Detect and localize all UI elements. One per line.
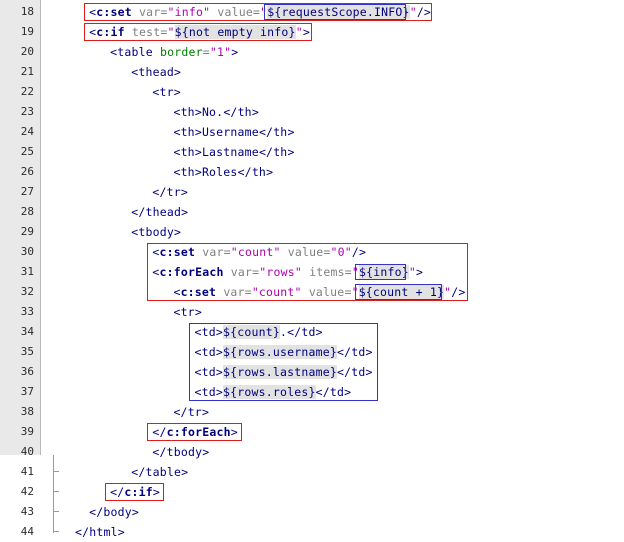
line-number: 39 [20,425,34,438]
line-code[interactable]: <td>${rows.username}</td> [194,345,373,359]
line-number: 35 [20,345,34,358]
line-number: 24 [20,125,34,138]
line-code[interactable]: <thead> [131,65,182,79]
code-line[interactable]: 32 <c:set var="count" value="${count + 1}… [0,282,624,302]
line-number: 43 [20,505,34,518]
line-number: 21 [20,65,34,78]
line-number: 23 [20,105,34,118]
line-number: 19 [20,25,34,38]
line-number: 28 [20,205,34,218]
code-line[interactable]: 24 <th>Username</th> [0,122,624,142]
code-line[interactable]: 30 <c:set var="count" value="0"/> [0,242,624,262]
code-line[interactable]: 39 </c:forEach> [0,422,624,442]
code-line[interactable]: 36 <td>${rows.lastname}</td> [0,362,624,382]
code-line[interactable]: 22 <tr> [0,82,624,102]
line-code[interactable]: <th>No.</th> [173,105,259,119]
line-code[interactable]: </tbody> [152,445,210,459]
line-number: 33 [20,305,34,318]
code-line[interactable]: 20 <table border="1"> [0,42,624,62]
code-line[interactable]: 21 <thead> [0,62,624,82]
code-line[interactable]: 18 <c:set var="info" value="${requestScop… [0,2,624,22]
code-line[interactable]: 42 </c:if> [0,482,624,502]
line-code[interactable]: <th>Roles</th> [173,165,274,179]
code-line[interactable]: 29 <tbody> [0,222,624,242]
line-code[interactable]: <c:forEach var="rows" items="${info}"> [152,265,424,279]
code-line[interactable]: 43 </body> [0,502,624,522]
line-code[interactable]: <tr> [152,85,181,99]
line-code[interactable]: </html> [75,525,125,539]
line-number: 26 [20,165,34,178]
line-code[interactable]: </c:if> [110,485,161,499]
line-number: 20 [20,45,34,58]
line-number: 44 [20,525,34,538]
line-number: 22 [20,85,34,98]
line-number: 27 [20,185,34,198]
line-number: 30 [20,245,34,258]
line-code[interactable]: </body> [89,505,139,519]
line-number: 40 [20,445,34,458]
code-line[interactable]: 40 </tbody> [0,442,624,462]
code-line[interactable]: 27 </tr> [0,182,624,202]
line-code[interactable]: <tbody> [131,225,182,239]
code-line[interactable]: 34 <td>${count}.</td> [0,322,624,342]
line-code[interactable]: </tr> [152,185,188,199]
code-line[interactable]: 44 </html> [0,522,624,542]
code-line[interactable]: 19 <c:if test="${not empty info}"> [0,22,624,42]
line-code[interactable]: </thead> [131,205,189,219]
line-code[interactable]: </tr> [173,405,210,419]
code-line[interactable]: 35 <td>${rows.username}</td> [0,342,624,362]
code-line[interactable]: 31 <c:forEach var="rows" items="${info}"> [0,262,624,282]
code-line[interactable]: 41 </table> [0,462,624,482]
code-line[interactable]: 23 <th>No.</th> [0,102,624,122]
line-number: 29 [20,225,34,238]
line-code[interactable]: <td>${rows.lastname}</td> [194,365,373,379]
line-code[interactable]: <c:set var="count" value="${count + 1}"/… [173,285,466,299]
line-number: 36 [20,365,34,378]
line-number: 41 [20,465,34,478]
code-line[interactable]: 26 <th>Roles</th> [0,162,624,182]
code-line[interactable]: 37 <td>${rows.roles}</td> [0,382,624,402]
line-number: 31 [20,265,34,278]
line-code[interactable]: <table border="1"> [110,45,239,59]
code-line[interactable]: 38 </tr> [0,402,624,422]
line-code[interactable]: <c:if test="${not empty info}"> [89,25,310,39]
line-number: 42 [20,485,34,498]
line-code[interactable]: <c:set var="count" value="0"/> [152,245,367,259]
code-folding-strip[interactable] [41,0,67,455]
code-line[interactable]: 33 <tr> [0,302,624,322]
line-number: 37 [20,385,34,398]
code-line[interactable]: 25 <th>Lastname</th> [0,142,624,162]
line-number: 25 [20,145,34,158]
line-code[interactable]: </c:forEach> [152,425,238,439]
line-code[interactable]: <th>Username</th> [173,125,295,139]
line-number: 34 [20,325,34,338]
code-line[interactable]: 28 </thead> [0,202,624,222]
line-code[interactable]: <td>${count}.</td> [194,325,323,339]
line-number: 38 [20,405,34,418]
line-code[interactable]: <th>Lastname</th> [173,145,295,159]
line-number: 18 [20,5,34,18]
line-number-gutter [0,0,41,455]
line-code[interactable]: <c:set var="info" value="${requestScope.… [89,5,432,19]
line-number: 32 [20,285,34,298]
line-code[interactable]: <tr> [173,305,202,319]
line-code[interactable]: </table> [131,465,189,479]
line-code[interactable]: <td>${rows.roles}</td> [194,385,352,399]
